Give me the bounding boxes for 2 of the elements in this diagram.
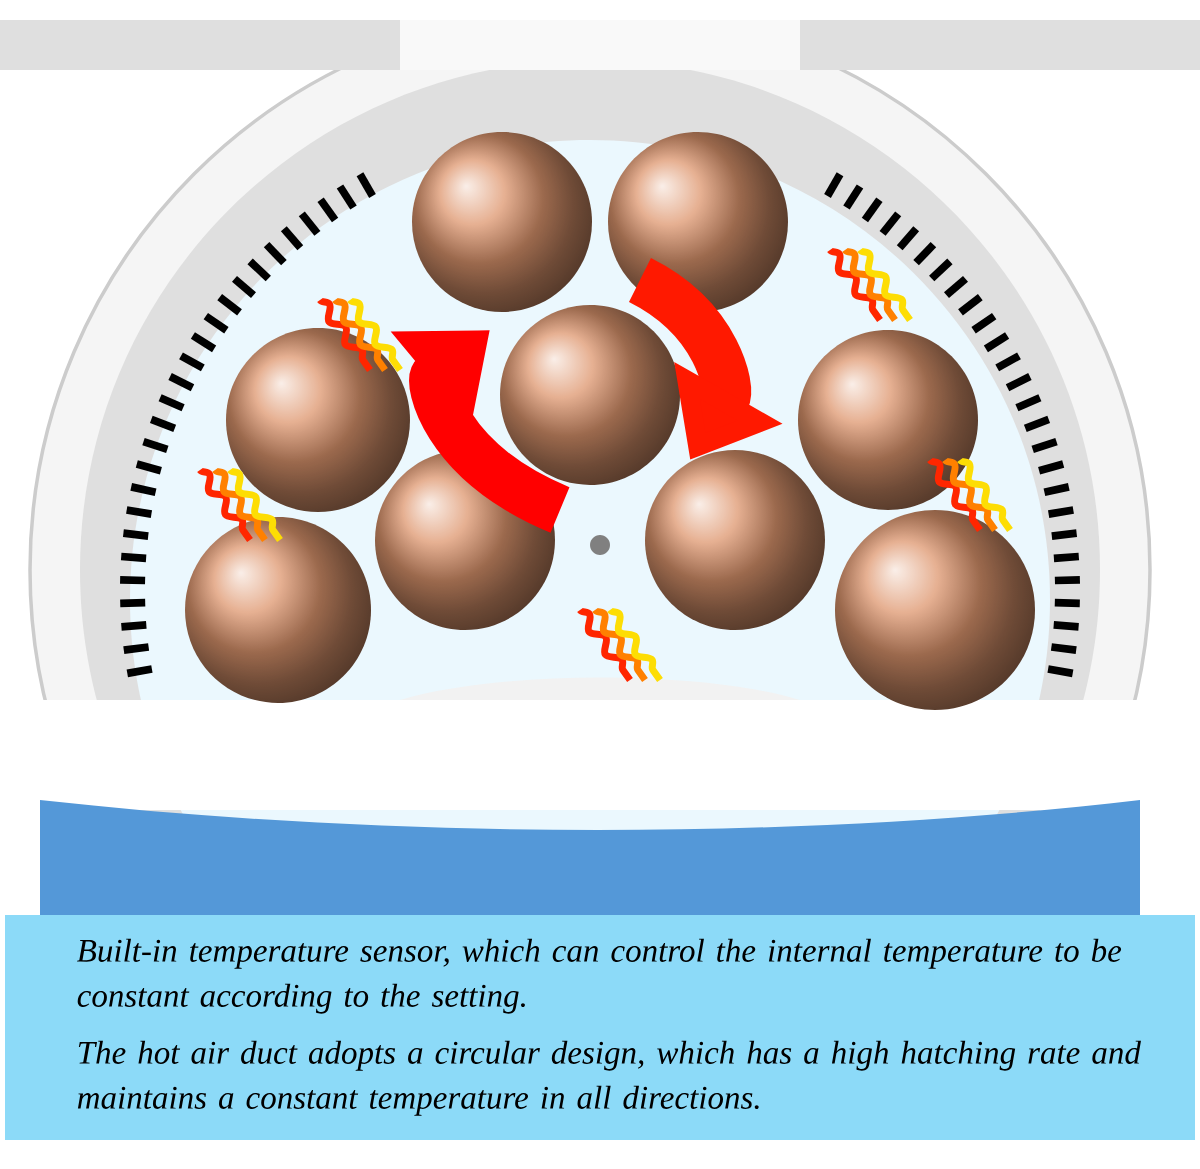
description-text: The hot air duct adopts a circular design, which has a high hatching rate and maintains a constant temperature in all directions.: [77, 1040, 1141, 1116]
description-text: Built-in temperature sensor, which can control the internal temperature to be constant according to the setting.: [77, 938, 1122, 1014]
